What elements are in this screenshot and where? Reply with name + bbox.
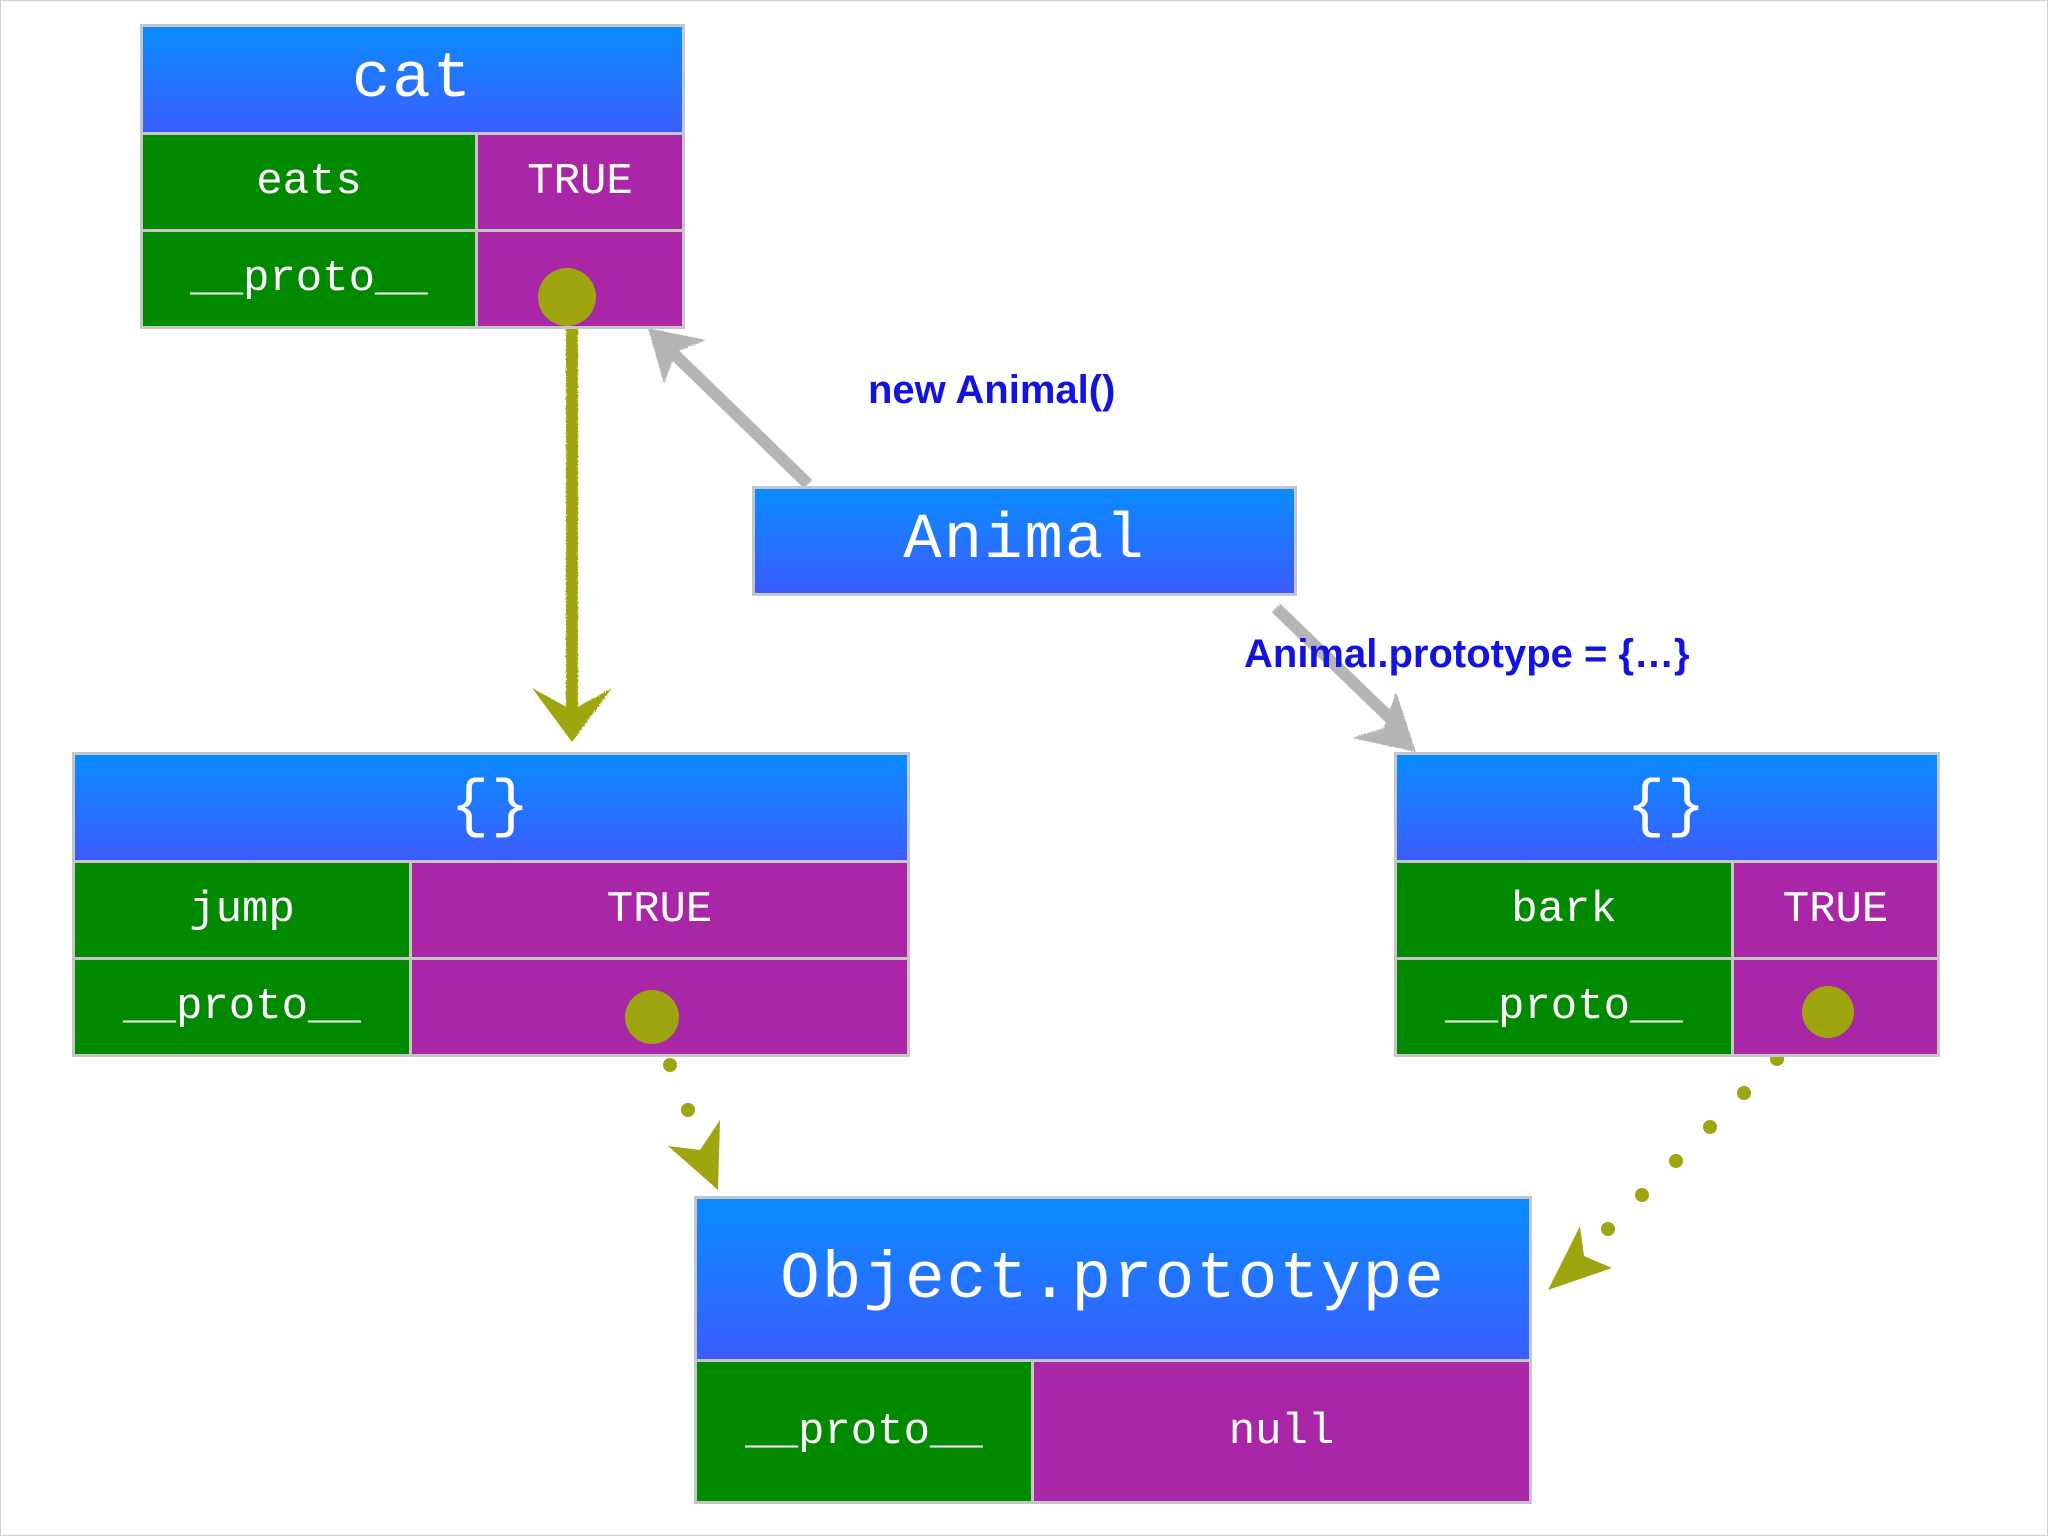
- jump-row-jump: jump TRUE: [75, 860, 907, 957]
- cat-proto-value: [475, 232, 682, 326]
- bark-row-proto: __proto__: [1397, 957, 1937, 1054]
- bark-proto-value: [1731, 960, 1937, 1054]
- bark-prototype-box: {} bark TRUE __proto__: [1394, 752, 1940, 1057]
- new-animal-arrow: [648, 328, 813, 489]
- animal-constructor-title: Animal: [755, 489, 1294, 593]
- animal-prototype-arrow: [1271, 603, 1416, 752]
- object-prototype-title: Object.prototype: [697, 1199, 1529, 1359]
- bark-row-bark: bark TRUE: [1397, 860, 1937, 957]
- jump-value: TRUE: [409, 863, 907, 957]
- jump-prototype-title: {}: [75, 755, 907, 860]
- cat-object-title: cat: [143, 27, 682, 132]
- jump-proto-key: __proto__: [75, 960, 409, 1054]
- bark-proto-key: __proto__: [1397, 960, 1731, 1054]
- jump-proto-pointer-arrow: [663, 1058, 720, 1190]
- cat-row-proto: __proto__: [143, 229, 682, 326]
- cat-eats-value: TRUE: [475, 135, 682, 229]
- animal-prototype-label: Animal.prototype = {…}: [1244, 632, 1690, 676]
- cat-proto-pointer-arrow: [532, 300, 612, 742]
- jump-key: jump: [75, 863, 409, 957]
- cat-proto-key: __proto__: [143, 232, 475, 326]
- object-prototype-row-proto: __proto__ null: [697, 1359, 1529, 1501]
- new-animal-label: new Animal(): [868, 368, 1116, 412]
- object-prototype-box: Object.prototype __proto__ null: [694, 1196, 1532, 1504]
- cat-object-box: cat eats TRUE __proto__: [140, 24, 685, 329]
- bark-key: bark: [1397, 863, 1731, 957]
- bark-value: TRUE: [1731, 863, 1937, 957]
- object-prototype-proto-value: null: [1031, 1362, 1529, 1501]
- jump-row-proto: __proto__: [75, 957, 907, 1054]
- bark-prototype-title: {}: [1397, 755, 1937, 860]
- animal-constructor-box: Animal: [752, 486, 1297, 596]
- object-prototype-proto-key: __proto__: [697, 1362, 1031, 1501]
- cat-eats-key: eats: [143, 135, 475, 229]
- jump-proto-value: [409, 960, 907, 1054]
- jump-proto-pointer-dot: [625, 990, 679, 1044]
- cat-row-eats: eats TRUE: [143, 132, 682, 229]
- jump-prototype-box: {} jump TRUE __proto__: [72, 752, 910, 1057]
- bark-proto-pointer-dot: [1802, 986, 1854, 1038]
- bark-proto-pointer-arrow: [1548, 1052, 1784, 1290]
- cat-proto-pointer-dot: [538, 268, 596, 326]
